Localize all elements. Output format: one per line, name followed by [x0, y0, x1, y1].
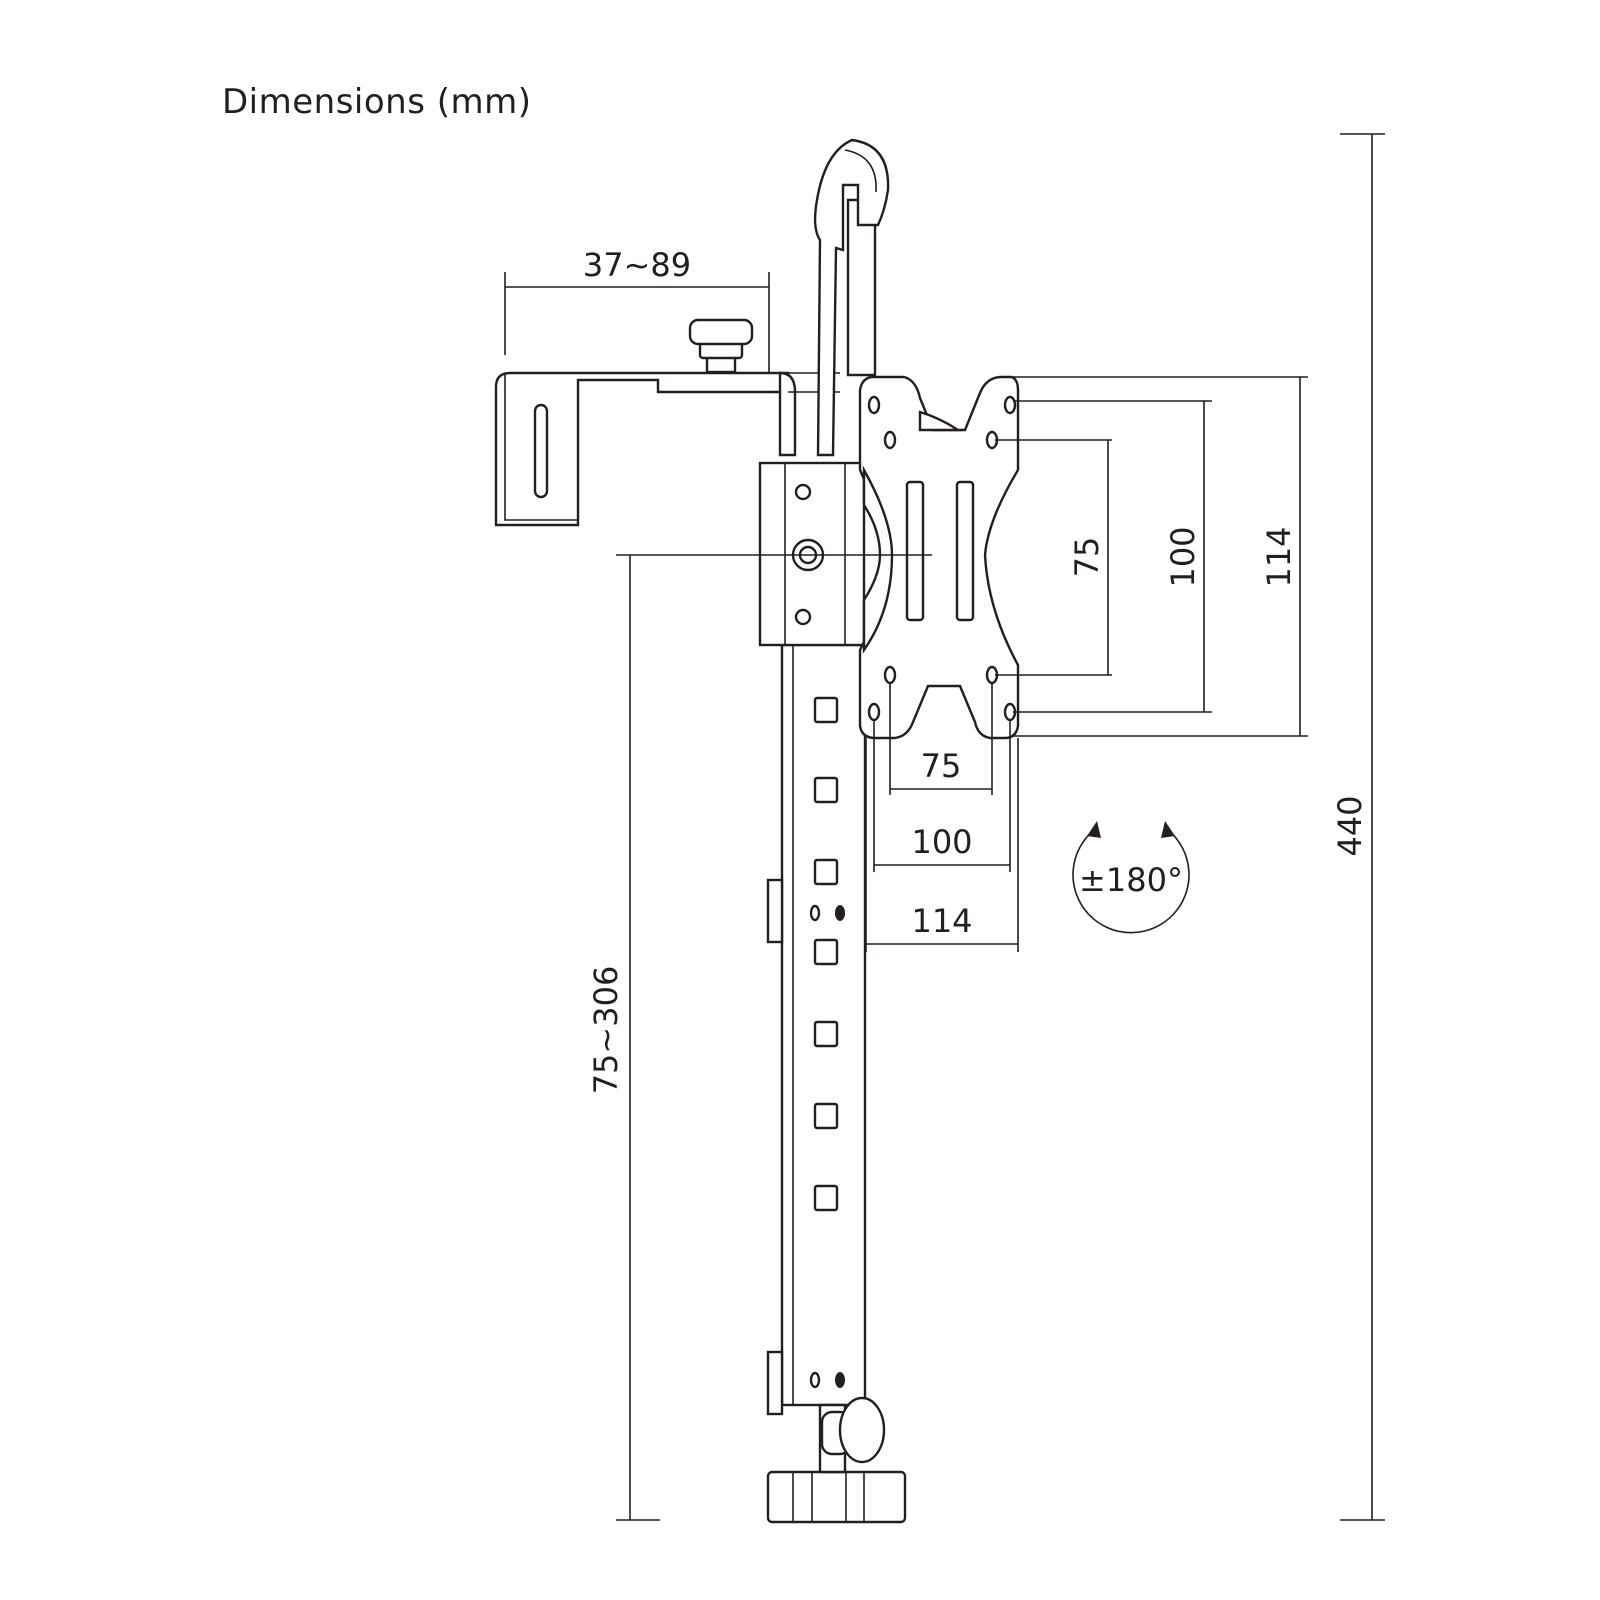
- clamp-width-label: 37~89: [583, 246, 691, 284]
- pole-carriage: [758, 461, 866, 647]
- vesa-plate: [616, 375, 1020, 740]
- adjustable-height-dimension: 75~306: [587, 555, 660, 1521]
- pole-slots: [813, 696, 839, 1212]
- total-height-label: 440: [1331, 795, 1369, 856]
- vesa-horizontal-small-label: 75: [921, 747, 962, 785]
- adjustable-height-label: 75~306: [587, 966, 625, 1095]
- clamp-width-dimension: 37~89: [504, 246, 770, 372]
- vesa-horizontal-medium-label: 100: [911, 823, 972, 861]
- vesa-horizontal-large-label: 114: [911, 902, 972, 940]
- top-clamp-bracket: [494, 318, 840, 527]
- vesa-horizontal-dimensions: 75 100 114: [865, 683, 1019, 952]
- vesa-vertical-dimensions: 75 100 114: [995, 376, 1308, 737]
- vesa-vertical-large-label: 114: [1260, 526, 1298, 587]
- top-hook: [813, 138, 890, 457]
- vesa-vertical-medium-label: 100: [1164, 526, 1202, 587]
- bottom-clamp: [766, 1396, 907, 1524]
- total-height-dimension: 440: [1331, 133, 1385, 1521]
- page-title: Dimensions (mm): [222, 82, 532, 122]
- rotation-label: ±180°: [1079, 861, 1183, 899]
- vertical-pole: [766, 643, 867, 1416]
- vesa-vertical-small-label: 75: [1068, 537, 1106, 578]
- rotation-indicator: ±180°: [1072, 821, 1190, 934]
